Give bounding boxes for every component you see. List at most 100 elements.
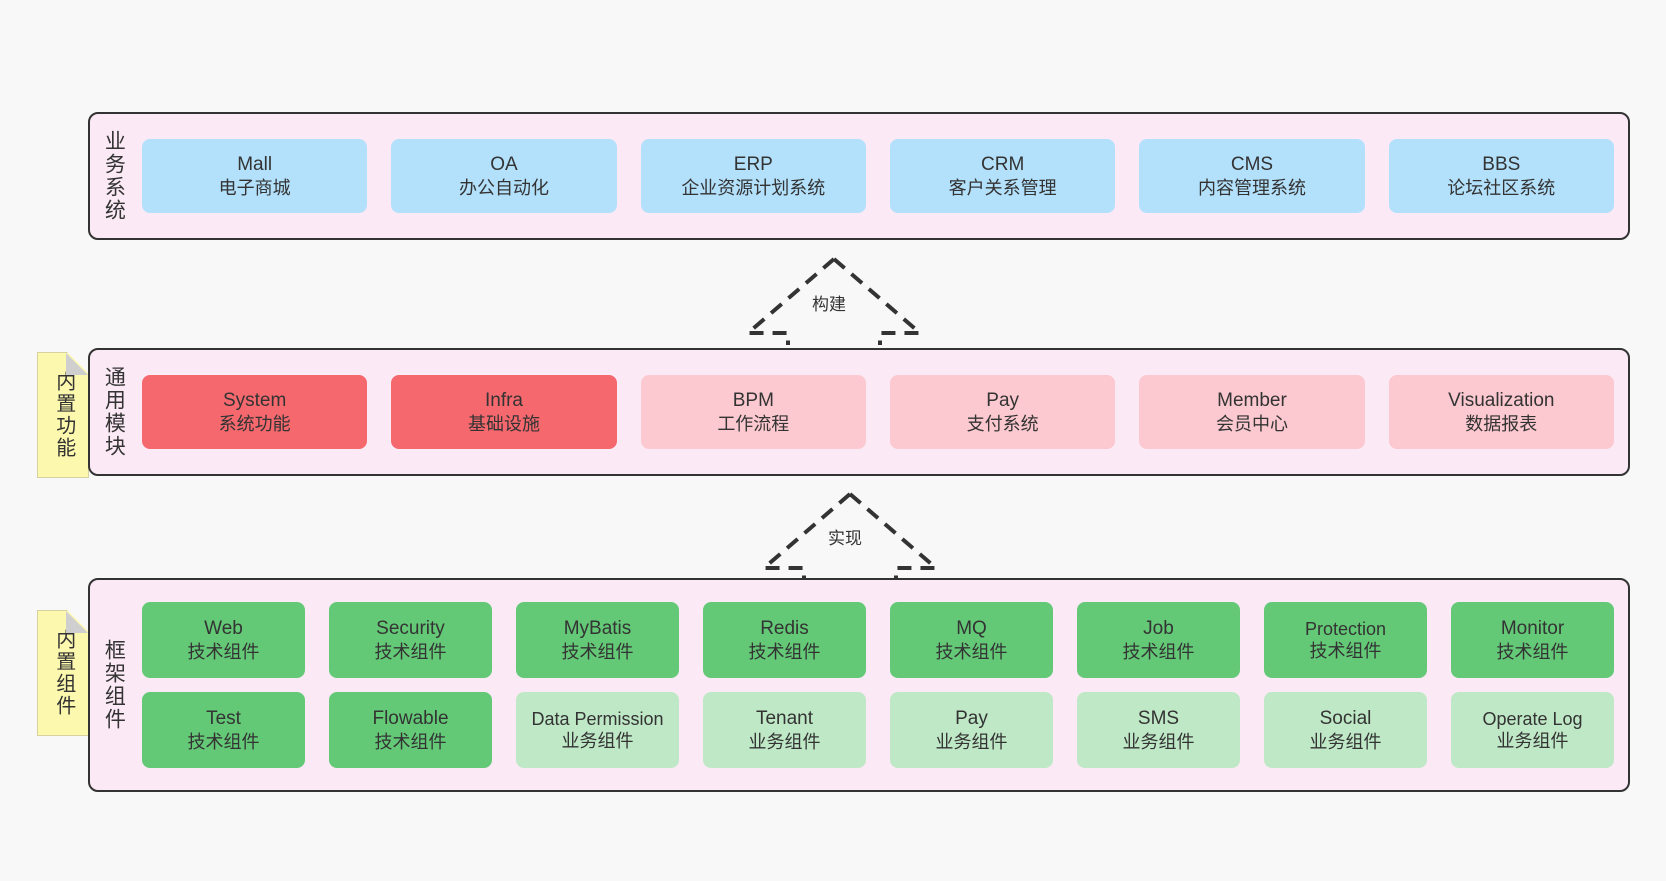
box-mq[interactable]: MQ 技术组件: [890, 602, 1053, 678]
box-crm[interactable]: CRM 客户关系管理: [889, 139, 1116, 213]
box-protection-desc: 技术组件: [1309, 641, 1382, 661]
note-builtin-component: 内置组件: [37, 610, 89, 736]
layer-business-system-body: Mall 电子商城 OA 办公自动化 ERP 企业资源计划系统 CRM 客户关系…: [136, 114, 1628, 238]
box-social[interactable]: Social 业务组件: [1264, 692, 1427, 768]
box-visualization[interactable]: Visualization 数据报表: [1388, 375, 1614, 449]
framework-tech-row: Web 技术组件 Security 技术组件 MyBatis 技术组件 Redi…: [142, 602, 1614, 678]
box-sms-desc: 业务组件: [1122, 731, 1195, 752]
box-visualization-desc: 数据报表: [1465, 413, 1538, 434]
box-system-desc: 系统功能: [218, 413, 291, 434]
box-system[interactable]: System 系统功能: [142, 375, 368, 449]
box-sms[interactable]: SMS 业务组件: [1077, 692, 1240, 768]
layer-common-module-body: System 系统功能 Infra 基础设施 BPM 工作流程 Pay 支付系统…: [136, 350, 1628, 474]
box-pay-component[interactable]: Pay 业务组件: [890, 692, 1053, 768]
box-infra-desc: 基础设施: [467, 413, 540, 434]
note-fold-icon: [66, 611, 88, 633]
box-protection[interactable]: Protection 技术组件: [1264, 602, 1427, 678]
box-oa[interactable]: OA 办公自动化: [391, 139, 617, 213]
box-monitor-name: Monitor: [1500, 617, 1565, 639]
box-mybatis-name: MyBatis: [563, 617, 632, 639]
box-operate-log-name: Operate Log: [1482, 708, 1583, 729]
box-social-desc: 业务组件: [1309, 731, 1382, 752]
box-member[interactable]: Member 会员中心: [1139, 375, 1365, 449]
box-pay-module-name: Pay: [986, 389, 1020, 411]
box-security-desc: 技术组件: [374, 641, 447, 662]
box-data-permission-desc: 业务组件: [561, 731, 634, 751]
box-protection-name: Protection: [1304, 618, 1387, 639]
box-pay-module[interactable]: Pay 支付系统: [889, 375, 1116, 449]
box-flowable[interactable]: Flowable 技术组件: [329, 692, 492, 768]
box-redis-name: Redis: [760, 617, 809, 639]
box-tenant-name: Tenant: [755, 707, 814, 729]
box-bpm-name: BPM: [732, 389, 774, 411]
box-infra[interactable]: Infra 基础设施: [391, 375, 617, 449]
box-data-permission-name: Data Permission: [531, 708, 664, 729]
box-test-desc: 技术组件: [187, 731, 260, 752]
box-job-name: Job: [1143, 617, 1174, 639]
box-web-name: Web: [204, 617, 243, 639]
box-security[interactable]: Security 技术组件: [329, 602, 492, 678]
box-infra-name: Infra: [484, 389, 523, 411]
box-bbs-name: BBS: [1482, 153, 1521, 175]
box-sms-name: SMS: [1137, 707, 1180, 729]
box-data-permission[interactable]: Data Permission 业务组件: [516, 692, 679, 768]
layer-business-system-title: 业务系统: [102, 130, 126, 222]
layer-framework-component-title: 框架组件: [102, 639, 126, 731]
note-fold-icon: [66, 353, 88, 375]
connector-build-arrow: [744, 257, 924, 345]
box-crm-desc: 客户关系管理: [948, 177, 1057, 198]
box-erp[interactable]: ERP 企业资源计划系统: [640, 139, 866, 213]
box-mall-desc: 电子商城: [218, 177, 291, 198]
box-security-name: Security: [376, 617, 445, 639]
box-job-desc: 技术组件: [1122, 641, 1195, 662]
box-flowable-name: Flowable: [372, 707, 449, 729]
note-builtin-function-text: 内置功能: [52, 371, 75, 459]
box-monitor-desc: 技术组件: [1496, 641, 1569, 662]
layer-common-module: 通用模块 System 系统功能 Infra 基础设施 BPM 工作流程 Pay…: [88, 348, 1630, 476]
box-oa-name: OA: [490, 153, 518, 175]
connector-implement-arrow: [760, 492, 940, 580]
box-member-desc: 会员中心: [1215, 413, 1288, 434]
framework-business-row: Test 技术组件 Flowable 技术组件 Data Permission …: [142, 692, 1614, 768]
box-system-name: System: [222, 389, 287, 411]
box-erp-desc: 企业资源计划系统: [681, 177, 826, 198]
layer-common-module-title: 通用模块: [102, 366, 126, 458]
layer-framework-component-body: Web 技术组件 Security 技术组件 MyBatis 技术组件 Redi…: [136, 580, 1628, 790]
box-operate-log-desc: 业务组件: [1496, 731, 1569, 751]
box-mall-name: Mall: [237, 153, 273, 175]
box-web[interactable]: Web 技术组件: [142, 602, 305, 678]
box-job[interactable]: Job 技术组件: [1077, 602, 1240, 678]
layer-framework-component: 框架组件 Web 技术组件 Security 技术组件 MyBatis 技术组件…: [88, 578, 1630, 792]
box-web-desc: 技术组件: [187, 641, 260, 662]
connector-build-label: 构建: [812, 295, 846, 314]
box-member-name: Member: [1217, 389, 1287, 411]
box-operate-log[interactable]: Operate Log 业务组件: [1451, 692, 1614, 768]
box-bbs-desc: 论坛社区系统: [1447, 177, 1556, 198]
box-tenant-desc: 业务组件: [748, 731, 821, 752]
box-social-name: Social: [1319, 707, 1372, 729]
box-mybatis[interactable]: MyBatis 技术组件: [516, 602, 679, 678]
box-bpm[interactable]: BPM 工作流程: [640, 375, 866, 449]
box-oa-desc: 办公自动化: [458, 177, 549, 198]
box-pay-component-desc: 业务组件: [935, 731, 1008, 752]
common-module-row: System 系统功能 Infra 基础设施 BPM 工作流程 Pay 支付系统…: [142, 375, 1614, 449]
box-bbs[interactable]: BBS 论坛社区系统: [1388, 139, 1614, 213]
box-mybatis-desc: 技术组件: [561, 641, 634, 662]
box-test[interactable]: Test 技术组件: [142, 692, 305, 768]
business-system-row: Mall 电子商城 OA 办公自动化 ERP 企业资源计划系统 CRM 客户关系…: [142, 139, 1614, 213]
box-flowable-desc: 技术组件: [374, 731, 447, 752]
box-bpm-desc: 工作流程: [717, 413, 790, 434]
connector-implement-label: 实现: [828, 529, 862, 548]
box-mq-desc: 技术组件: [935, 641, 1008, 662]
box-tenant[interactable]: Tenant 业务组件: [703, 692, 866, 768]
box-monitor[interactable]: Monitor 技术组件: [1451, 602, 1614, 678]
box-redis[interactable]: Redis 技术组件: [703, 602, 866, 678]
note-builtin-component-text: 内置组件: [52, 629, 75, 717]
box-cms[interactable]: CMS 内容管理系统: [1139, 139, 1365, 213]
box-visualization-name: Visualization: [1448, 389, 1555, 411]
box-cms-name: CMS: [1230, 153, 1274, 175]
box-pay-module-desc: 支付系统: [966, 413, 1039, 434]
box-mall[interactable]: Mall 电子商城: [142, 139, 368, 213]
box-erp-name: ERP: [733, 153, 773, 175]
